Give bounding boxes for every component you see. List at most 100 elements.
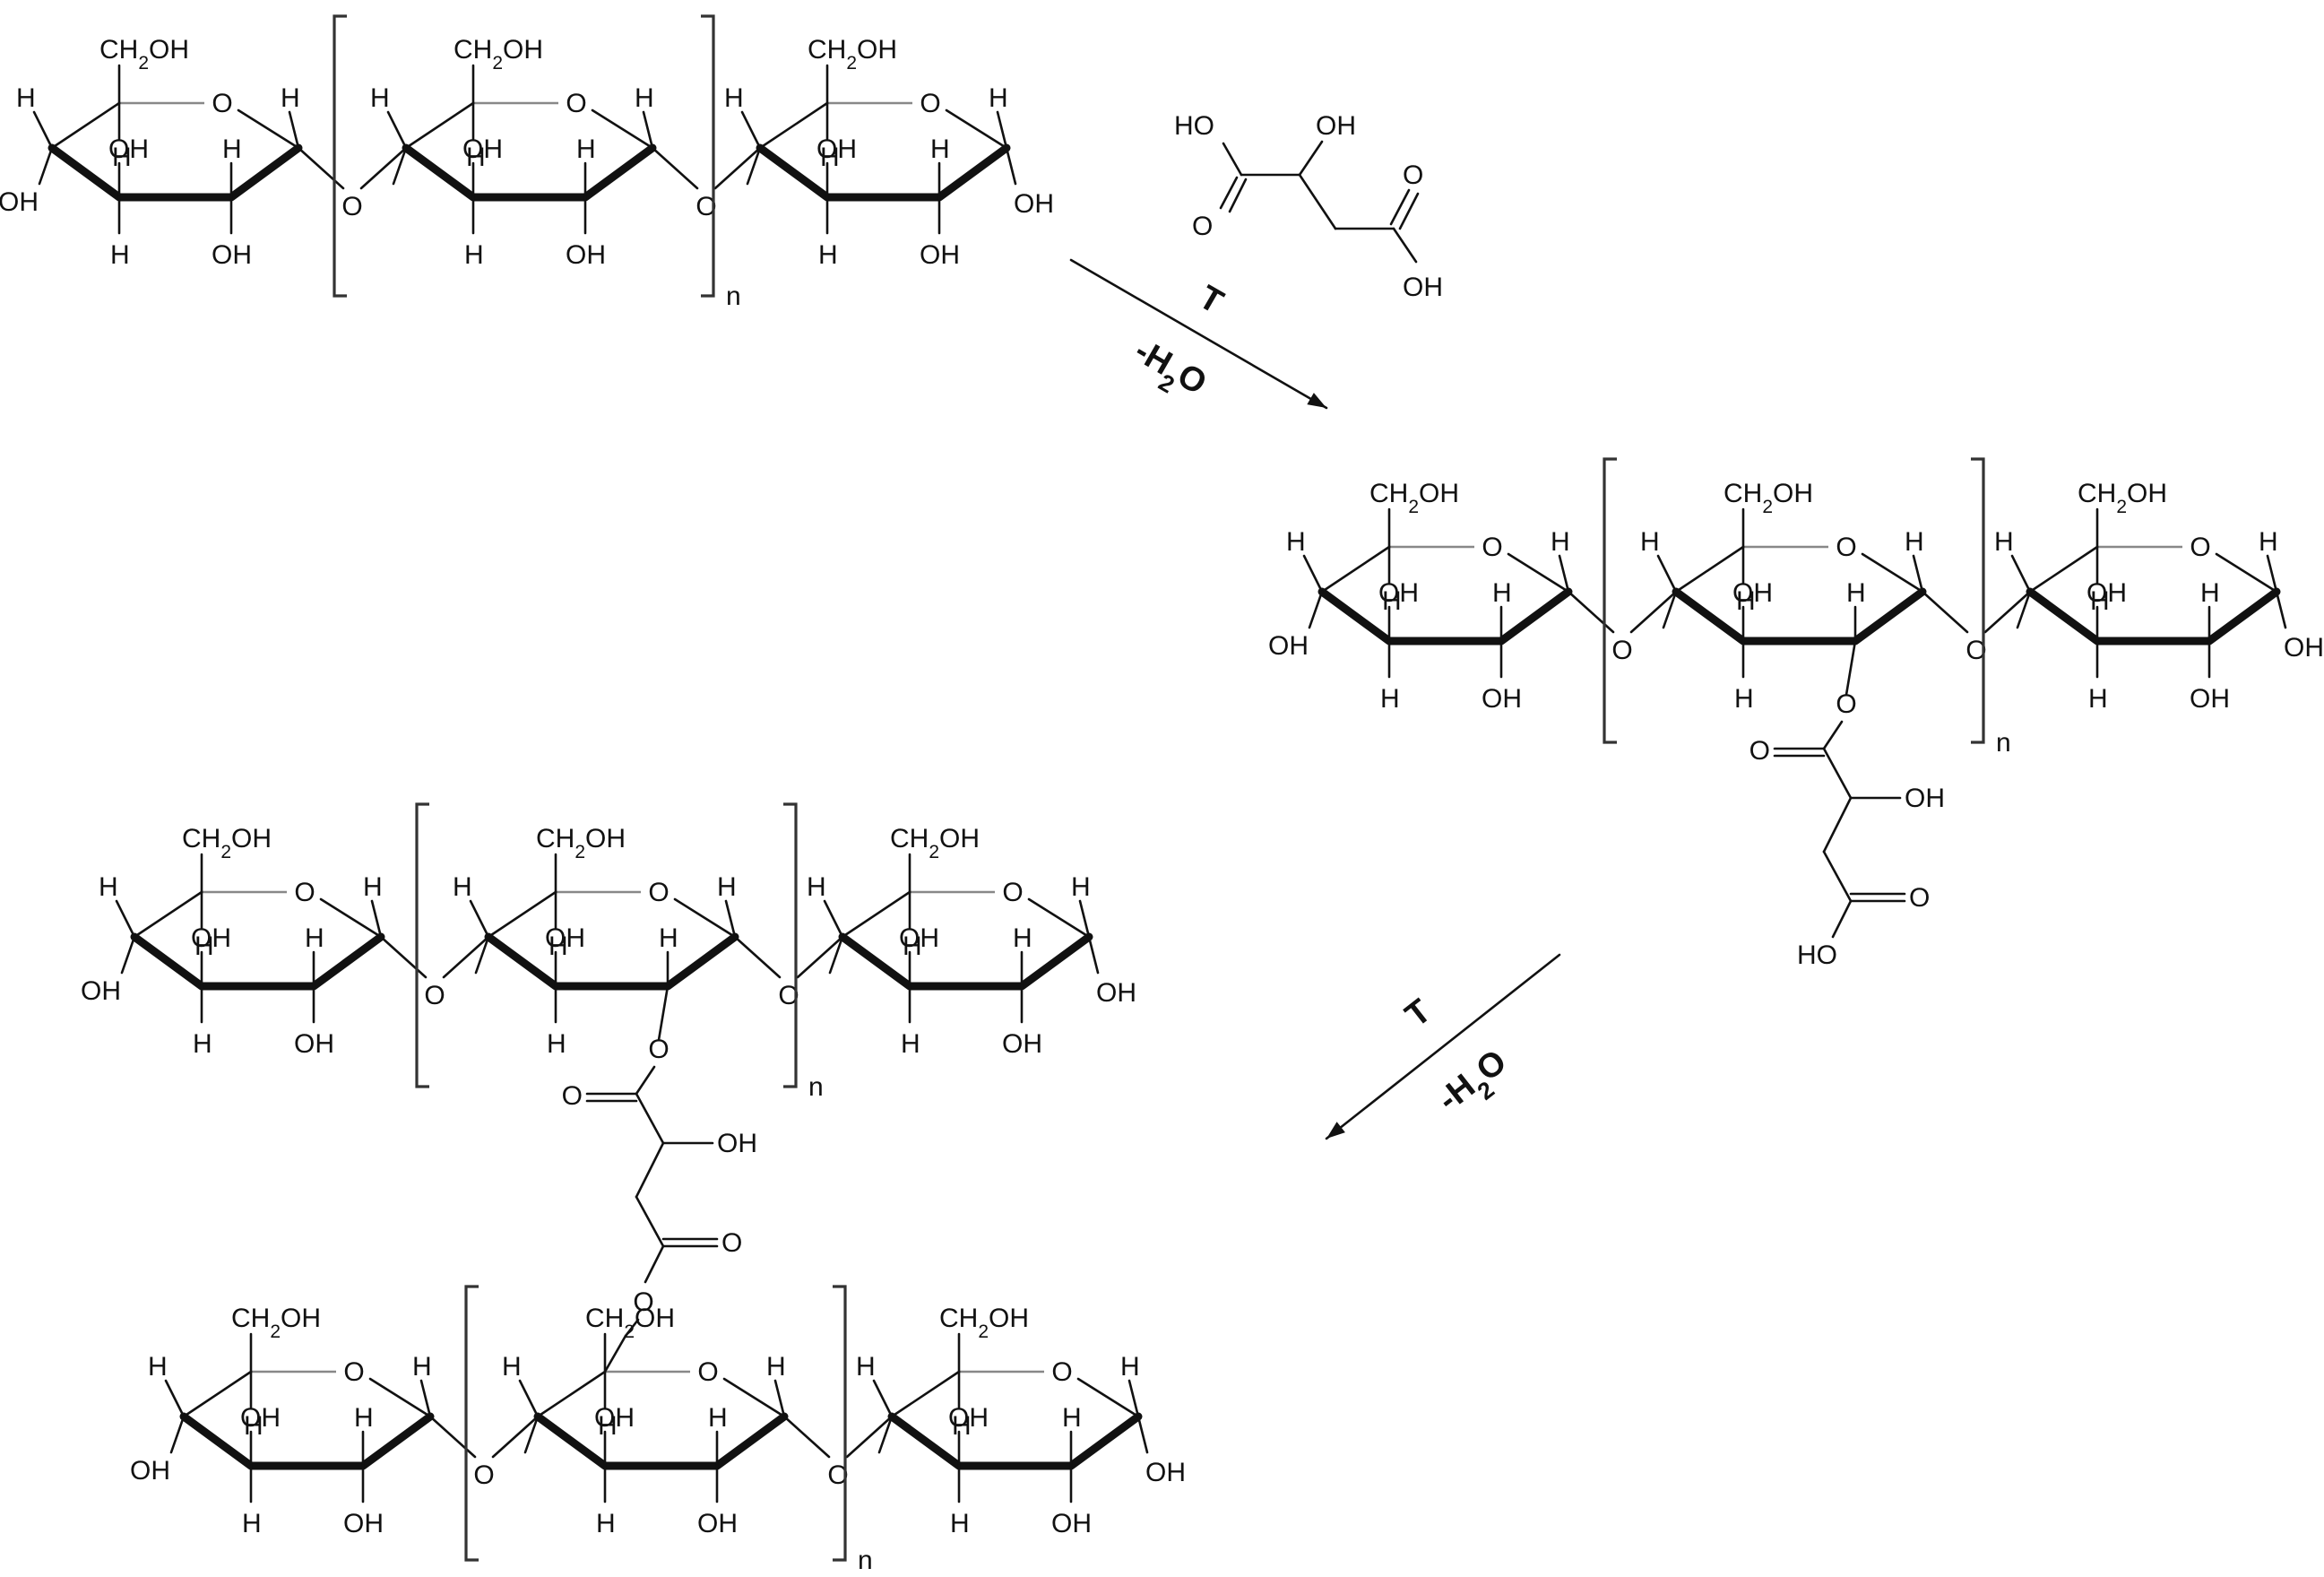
h-label: H: [502, 1352, 522, 1382]
ring-bond: [1507, 552, 1570, 594]
h-label: H: [856, 1352, 876, 1382]
ester-bond: [635, 1065, 656, 1096]
ester-bond: [657, 984, 670, 1042]
repeat-bracket-right: [833, 1285, 847, 1562]
substituent-bond: [773, 1379, 786, 1418]
glycosidic-bond: [1921, 590, 1969, 634]
substituent-bond: [115, 899, 136, 939]
hydroxyl-label: OH: [1905, 784, 1945, 813]
h-label: H: [1013, 923, 1032, 953]
glycosidic-bond: [442, 935, 490, 979]
bond-line: [1822, 850, 1853, 903]
h-label: H: [194, 931, 214, 961]
h-label: H: [453, 872, 472, 902]
substituent-bond: [120, 935, 136, 975]
substituent-bond: [469, 899, 490, 939]
ring-bond: [404, 101, 475, 150]
water-loss-label: -H2O: [1430, 1043, 1520, 1128]
ring-oxygen-label: O: [343, 1357, 364, 1387]
ring-bond: [319, 897, 383, 939]
water-loss-label: -H2O: [1123, 332, 1213, 412]
glycosidic-bond: [733, 935, 782, 979]
oh-label: OH: [462, 134, 503, 164]
oh-label: OH: [920, 240, 960, 270]
h-label: H: [549, 931, 568, 961]
oh-label: OH: [294, 1029, 334, 1059]
bond-line: [635, 1141, 665, 1199]
reaction-arrow-1: T -H2O: [1069, 258, 1328, 412]
h-label: H: [766, 1352, 786, 1382]
glycosidic-oxygen-label: O: [341, 192, 362, 221]
glycosidic-oxygen-label: O: [778, 981, 799, 1010]
oh-label: OH: [130, 1456, 170, 1486]
ch2oh-label: CH2OH: [99, 35, 189, 74]
glycosidic-oxygen-label: O: [424, 981, 445, 1010]
h-label: H: [2088, 684, 2108, 714]
h-label: H: [1380, 684, 1400, 714]
substituent-bond: [877, 1415, 894, 1454]
hydroxyl-label: HO: [1797, 940, 1837, 970]
h-label: H: [16, 83, 36, 113]
h-label: H: [464, 240, 484, 270]
h-label: H: [370, 83, 390, 113]
ring-bond: [841, 890, 911, 939]
h-label: H: [930, 134, 950, 164]
ester-bond: [624, 1318, 640, 1338]
ring-front-bond: [1318, 587, 1573, 646]
ester-bond: [603, 1334, 627, 1373]
substituent-bond: [996, 110, 1008, 150]
ring-bond: [237, 108, 300, 150]
substituent-bond: [1136, 1415, 1149, 1454]
ring-bond: [890, 1370, 961, 1418]
substituent-bond: [823, 899, 844, 939]
ring-bond: [2028, 545, 2099, 594]
oh-label: OH: [81, 976, 121, 1006]
h-label: H: [305, 923, 324, 953]
glycosidic-bond: [782, 1415, 831, 1459]
carbonyl-oxygen-label: O: [721, 1228, 742, 1258]
substituent-bond: [518, 1379, 540, 1418]
glycosidic-bond: [428, 1415, 477, 1459]
temperature-label: T: [1192, 279, 1229, 322]
substituent-bond: [419, 1379, 432, 1418]
substituent-bond: [164, 1379, 186, 1418]
bond-line: [1822, 747, 1853, 800]
h-label: H: [99, 872, 118, 902]
ester-bond: [644, 1244, 665, 1284]
h-label: H: [547, 1029, 566, 1059]
ring-bond: [1861, 552, 1924, 594]
hydroxyl-label: OH: [717, 1129, 757, 1158]
ring-bond: [368, 1377, 432, 1418]
h-label: H: [148, 1352, 168, 1382]
h-label: H: [952, 1411, 972, 1441]
ring-front-bond: [756, 143, 1011, 202]
glycosidic-oxygen-label: O: [1965, 636, 1986, 665]
h-label: H: [1382, 586, 1402, 616]
ring-oxygen-label: O: [2190, 533, 2210, 562]
glycosidic-oxygen-label: O: [827, 1460, 848, 1490]
carbonyl-bond: [1228, 178, 1248, 213]
ring-bond: [1076, 1377, 1140, 1418]
repeat-bracket-left: [1603, 457, 1617, 744]
ring-bond: [1320, 545, 1391, 594]
ring-bond: [2215, 552, 2278, 594]
h-label: H: [576, 134, 596, 164]
h-label: H: [242, 1509, 262, 1538]
h-label: H: [466, 143, 486, 172]
oh-label: OH: [1145, 1458, 1186, 1487]
h-label: H: [112, 143, 132, 172]
ring-front-bond: [402, 143, 657, 202]
substituent-bond: [1087, 935, 1100, 975]
carbonyl-oxygen-label: O: [562, 1081, 583, 1111]
oh-label: OH: [566, 240, 606, 270]
h-label: H: [1492, 578, 1512, 608]
ring-bond: [1674, 545, 1745, 594]
h-label: H: [281, 83, 300, 113]
glycosidic-oxygen-label: O: [473, 1460, 494, 1490]
